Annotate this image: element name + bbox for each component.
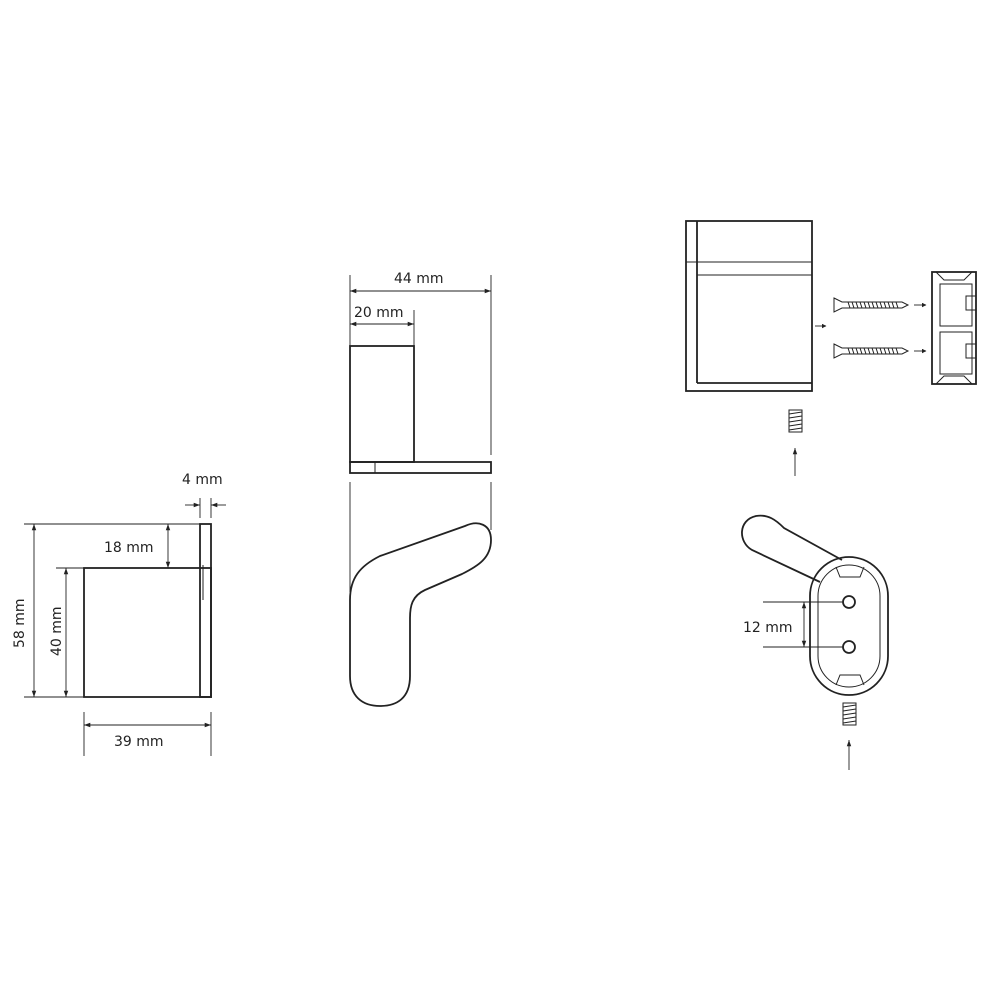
- dimension-hook-offset: 18 mm: [104, 523, 200, 569]
- hook-block: [83, 567, 212, 698]
- mounting-base-view: 12 mm: [741, 514, 889, 770]
- dimension-block-depth: 20 mm: [350, 305, 415, 346]
- dimension-hole-spacing: 12 mm: [743, 601, 843, 648]
- set-screw-icon: [842, 702, 857, 726]
- dimension-block-height: 40 mm: [49, 567, 84, 697]
- dimension-total-height: 58 mm: [12, 523, 200, 698]
- side-view: 4 mm 18 mm 58 mm 40 mm 39 mm: [12, 472, 226, 756]
- screw-icon: [833, 297, 910, 313]
- base-plate-inner: [817, 564, 881, 688]
- set-screw-icon: [788, 409, 803, 433]
- hook-block-top: [349, 345, 415, 463]
- dimension-label: 4 mm: [182, 472, 223, 488]
- dimension-label: 20 mm: [354, 305, 404, 321]
- hook-profile: [349, 522, 492, 707]
- dimension-plate-thickness: 4 mm: [182, 472, 226, 518]
- wall-plate: [199, 523, 212, 698]
- wall-plate-top: [349, 461, 492, 474]
- top-view: 44 mm 20 mm: [349, 271, 492, 592]
- hook-section: [685, 220, 813, 392]
- dimension-total-depth: 44 mm: [349, 271, 492, 455]
- dimension-label: 18 mm: [104, 540, 154, 556]
- hook-profile-view: [349, 522, 492, 707]
- wall-plug-icon: [931, 271, 977, 385]
- dimension-label: 12 mm: [743, 620, 793, 636]
- dimension-label: 39 mm: [114, 734, 164, 750]
- dimension-label: 44 mm: [394, 271, 444, 287]
- base-plate-outer: [809, 556, 889, 696]
- installation-view: [685, 220, 977, 476]
- screw-icon: [833, 343, 910, 359]
- mounting-hole: [842, 595, 856, 609]
- dimension-block-width: 39 mm: [83, 712, 212, 756]
- hook-arm: [741, 514, 843, 583]
- dimension-label: 58 mm: [12, 598, 28, 648]
- dimension-label: 40 mm: [49, 606, 65, 656]
- mounting-hole: [842, 640, 856, 654]
